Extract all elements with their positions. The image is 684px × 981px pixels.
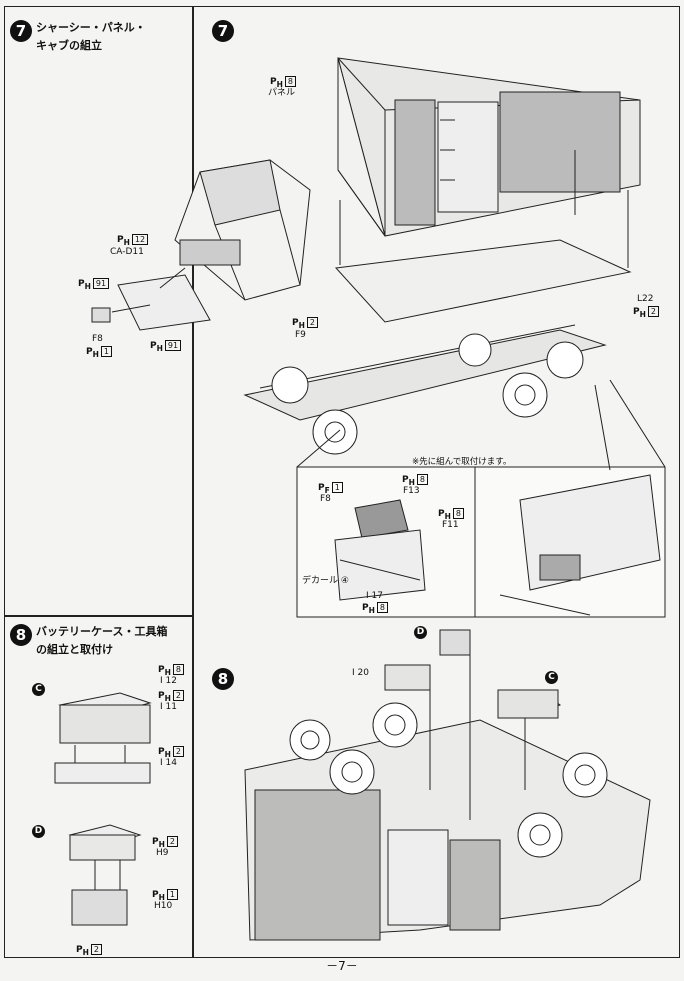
page-frame xyxy=(4,6,680,958)
i17-label: I 17 xyxy=(366,591,383,601)
i12-label: I 12 xyxy=(160,676,177,686)
step-8-badge-right: 8 xyxy=(212,668,234,690)
battery-case-drawing xyxy=(54,692,152,784)
column-divider xyxy=(192,6,194,958)
section-divider xyxy=(4,615,193,617)
f9-label: F9 xyxy=(295,330,306,340)
inset-f11-label: F11 xyxy=(442,520,459,530)
i20-label: I 20 xyxy=(352,668,369,678)
step-7-title-line1: シャーシー・パネル・ xyxy=(36,21,146,34)
marker-c: C xyxy=(32,683,45,696)
pre-assembly-note: ※先に組んで取付けます。 xyxy=(412,457,512,467)
i11-label: I 11 xyxy=(160,702,177,712)
step-8-title-line1: バッテリーケース・工具箱 xyxy=(36,625,168,638)
step-7-badge: 7 xyxy=(10,20,32,42)
page-number: －7－ xyxy=(326,959,358,973)
f8-label: F8 xyxy=(92,334,103,344)
inset-f13-label: F13 xyxy=(403,486,420,496)
h9-label: H9 xyxy=(156,848,169,858)
chassis-drawing xyxy=(243,324,607,455)
step-7-title-line2: キャブの組立 xyxy=(36,39,102,52)
marker-c-right: C xyxy=(545,671,558,684)
step-8-title-line2: の組立と取付け xyxy=(36,643,113,656)
step-8-badge: 8 xyxy=(10,624,32,646)
toolbox-drawing xyxy=(68,824,142,926)
h10-label: H10 xyxy=(154,901,173,911)
marker-d: D xyxy=(32,825,45,838)
i14-label: I 14 xyxy=(160,758,177,768)
step-7-badge-right: 7 xyxy=(212,20,234,42)
floor-plate-drawing xyxy=(334,239,632,323)
bumper-drawing xyxy=(117,274,211,331)
truck-underside-drawing xyxy=(244,629,651,941)
l22-label: L22 xyxy=(637,294,654,304)
decal-label: デカール ④ xyxy=(302,576,349,586)
cab-decal-label: CA-D11 xyxy=(110,247,144,257)
cargo-panel-drawing xyxy=(337,57,641,237)
marker-d-right: D xyxy=(414,626,427,639)
cab-drawing xyxy=(174,159,311,301)
inset-f8-label: F8 xyxy=(320,494,331,504)
panel-label: パネル xyxy=(268,88,296,98)
